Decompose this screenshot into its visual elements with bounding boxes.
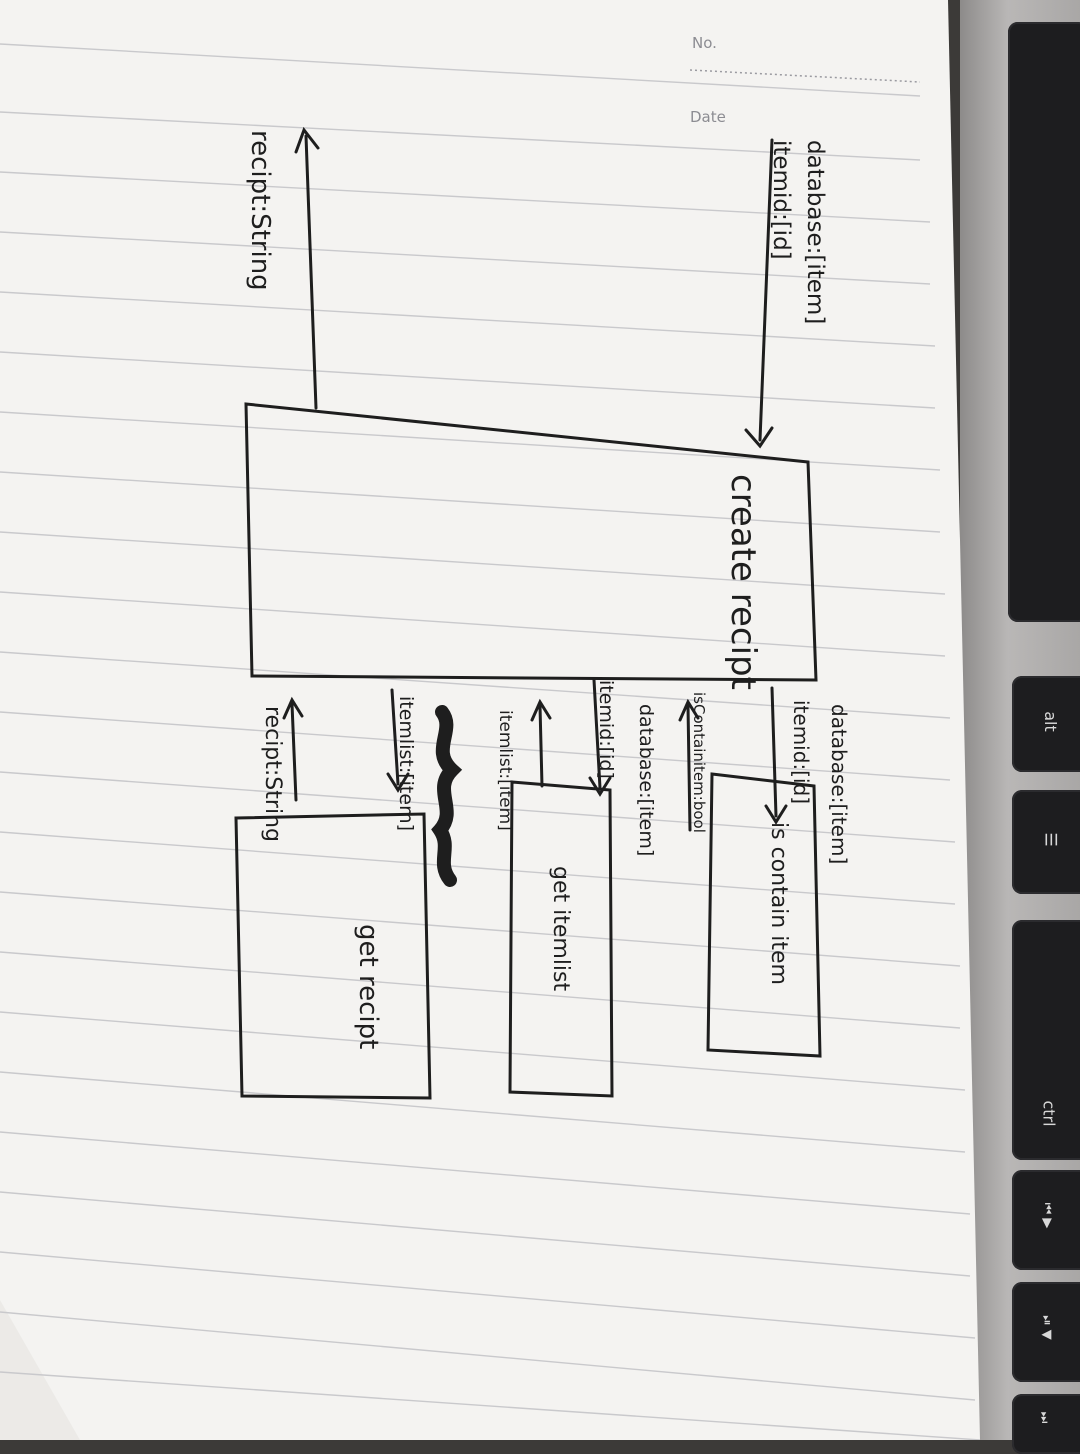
keyboard-key-next-track: ⏭ xyxy=(1012,1394,1080,1454)
input-database-label: database:[item] xyxy=(802,140,828,324)
notebook-page: No. Date database:[item] itemid:[id] cre… xyxy=(0,0,981,1440)
step2-output-label: itemlist:[item] xyxy=(495,710,515,831)
step1-process-label: is contain item xyxy=(766,822,791,985)
date-label: Date xyxy=(690,108,726,126)
keyboard-key-top xyxy=(1008,22,1080,622)
keyboard-key-alt: alt xyxy=(1012,676,1080,772)
diagram-recipt-steps xyxy=(234,678,822,1100)
no-label: No. xyxy=(692,34,717,52)
prev-track-icon: ⏮ ▶ xyxy=(1039,1202,1055,1229)
output-arrow xyxy=(294,126,320,410)
step2-output-arrow xyxy=(530,698,552,788)
no-dotted-line xyxy=(689,69,921,83)
step2-input-database-label: database:[item] xyxy=(635,704,657,856)
process-create-recipt-label: create recipt xyxy=(723,474,763,690)
keyboard-key-prev-track: ⏮ ▶ xyxy=(1012,1170,1080,1270)
output-recipt-label: recipt:String xyxy=(245,130,275,291)
step3-process-label: get recipt xyxy=(353,924,383,1049)
step3-input-arrow xyxy=(386,688,410,793)
ruled-lines xyxy=(0,43,981,1440)
step3-output-arrow xyxy=(282,696,304,802)
step1-output-label: isContainitem:bool xyxy=(690,692,708,833)
keyboard-key-ctrl: ctrl xyxy=(1012,920,1080,1160)
step2-process-label: get itemlist xyxy=(548,866,573,992)
step3-input-itemlist-label: itemlist:[item] xyxy=(395,696,417,831)
process-box-create-recipt xyxy=(244,402,818,682)
step1-output-arrow xyxy=(678,698,700,832)
menu-key-icon: ☰ xyxy=(1041,832,1061,847)
diagram-create-recipt xyxy=(244,126,818,682)
input-itemid-label: itemid:[id] xyxy=(768,140,794,260)
step2-process-box xyxy=(508,780,614,1098)
step2-input-itemid-label: itemid:[id] xyxy=(595,680,617,779)
play-pause-icon: ⏯ ▼ xyxy=(1038,1315,1054,1340)
next-track-icon: ⏭ xyxy=(1036,1411,1052,1424)
ctrl-key-label: ctrl xyxy=(1039,1100,1059,1127)
alt-key-label: alt xyxy=(1040,711,1060,732)
step1-input-database-label: database:[item] xyxy=(827,704,851,864)
input-arrow xyxy=(744,138,774,449)
step1-input-itemid-label: itemid:[id] xyxy=(789,700,813,804)
step2-input-arrow xyxy=(588,678,612,797)
scribble-out-mark xyxy=(431,705,463,887)
step3-output-label: recipt:String xyxy=(260,706,285,842)
step1-process-box xyxy=(706,772,822,1058)
keyboard-key-play-pause: ⏯ ▼ xyxy=(1012,1282,1080,1382)
keyboard-key-menu: ☰ xyxy=(1012,790,1080,894)
step1-input-arrow xyxy=(764,686,788,825)
step3-process-box xyxy=(234,812,432,1100)
